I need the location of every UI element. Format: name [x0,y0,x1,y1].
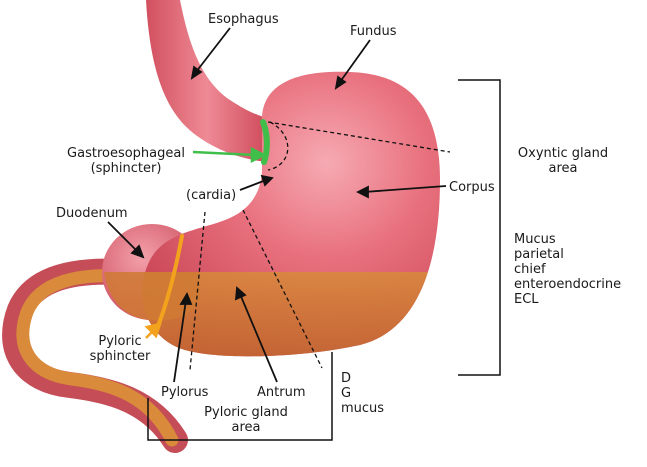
oxyntic-cell-chief: chief [514,262,546,277]
oxyntic-cell-ecl: ECL [514,292,539,307]
fundus-label: Fundus [350,24,397,39]
oxyntic-cell-parietal: parietal [514,247,564,262]
duodenum-chyme [104,272,200,321]
oxyntic-cell-mucus: Mucus [514,232,556,247]
oxyntic-cell-enteroendocrine: enteroendocrine [514,277,622,292]
oxyntic-bracket [458,79,501,376]
esophagus-label: Esophagus [208,12,279,27]
antrum-pointer [239,293,278,383]
cardia-arc [267,121,289,171]
pyloric-secretion-d: D [341,371,352,386]
esophagus-pointer [195,27,231,73]
pyloric-sphincter-line-1: Pyloric [98,334,142,349]
pyloric-sphincter [156,234,184,328]
gastroesophageal-line-1: Gastroesophageal [67,146,185,161]
pyloric-sphincter-label: Pyloric sphincter [80,334,160,364]
corpus-label: Corpus [449,180,495,195]
oxyntic-cell-list: Mucus parietal chief enteroendocrine ECL [514,232,621,307]
antrum-corpus-boundary [242,209,323,369]
pyloric-secretion-mucus: mucus [341,401,385,416]
gastroesophageal-label: Gastroesophageal (sphincter) [60,146,192,176]
intestine-content [16,269,179,447]
pylorus-label: Pylorus [161,385,209,400]
pyloric-gland-area-line-2: area [231,420,261,435]
gastroesophageal-pointer [192,150,257,157]
gastroesophageal-sphincter [260,119,270,165]
oxyntic-gland-area-line-2: area [548,161,578,176]
cardia-pointer [239,179,267,191]
pyloric-gland-area-line-1: Pyloric gland [204,405,288,420]
pylorus-pointer [173,299,187,383]
pylorus-boundary [189,211,206,371]
duodenum-label: Duodenum [56,206,128,221]
fundus-pointer [339,39,371,83]
gastroesophageal-line-2: (sphincter) [90,161,162,176]
pyloric-sphincter-line-2: sphincter [89,349,151,364]
oxyntic-gland-area-label: Oxyntic gland area [508,146,618,176]
antrum-label: Antrum [257,385,306,400]
esophagus-tube [146,0,268,162]
pyloric-gland-area-label: Pyloric gland area [186,405,306,435]
oxyntic-gland-area-line-1: Oxyntic gland [517,146,609,161]
pyloric-secretion-g: G [341,386,352,401]
cardia-label: (cardia) [186,188,237,203]
duodenum-pointer [107,221,139,253]
pyloric-bracket [147,352,333,441]
corpus-pointer [363,185,447,193]
pyloric-secretions-list: D G mucus [341,371,384,416]
cardia-fundus-boundary [267,121,451,153]
